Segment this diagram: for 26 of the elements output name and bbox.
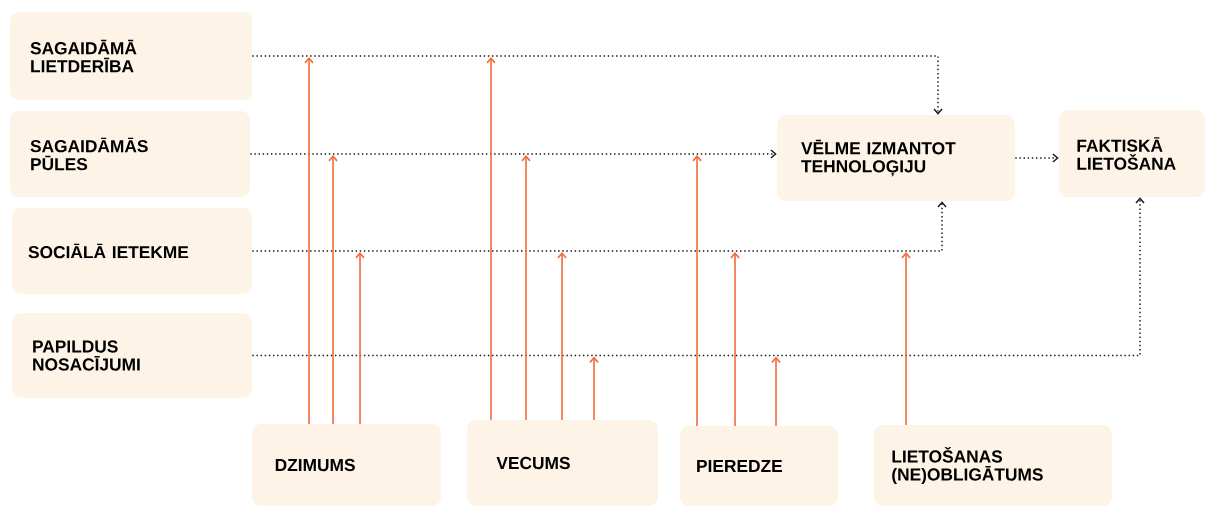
arrow (557, 252, 567, 421)
arrow (328, 155, 338, 425)
concept-box: FAKTISKĀ LIETOŠANA (1059, 110, 1205, 197)
arrow (901, 252, 911, 426)
arrow (521, 155, 531, 421)
arrow (730, 252, 740, 427)
concept-box: VĒLME IZMANTOT TEHNOLOĢIJU (777, 115, 1015, 201)
concept-box: SOCIĀLĀ IETEKME (12, 208, 252, 294)
arrow (355, 252, 365, 425)
concept-box: VECUMS (467, 420, 658, 506)
concept-box: PIEREDZE (680, 426, 838, 506)
arrow (1014, 153, 1059, 163)
concept-box: PAPILDUS NOSACĪJUMI (12, 312, 252, 398)
arrow (486, 57, 496, 421)
concept-box: LIETOŠANAS (NE)OBLIGĀTUMS (874, 424, 1112, 506)
concept-box: DZIMUMS (252, 424, 442, 506)
arrow (304, 57, 314, 425)
arrow (771, 356, 781, 427)
arrow (249, 149, 777, 159)
arrow (251, 201, 947, 252)
concept-box: SAGAIDĀMĀ LIETDERĪBA (10, 12, 252, 100)
arrow (251, 197, 1145, 357)
concept-box: SAGAIDĀMĀS PŪLES (10, 111, 250, 197)
arrow (251, 55, 943, 115)
arrow (692, 155, 702, 427)
arrow (589, 356, 599, 421)
